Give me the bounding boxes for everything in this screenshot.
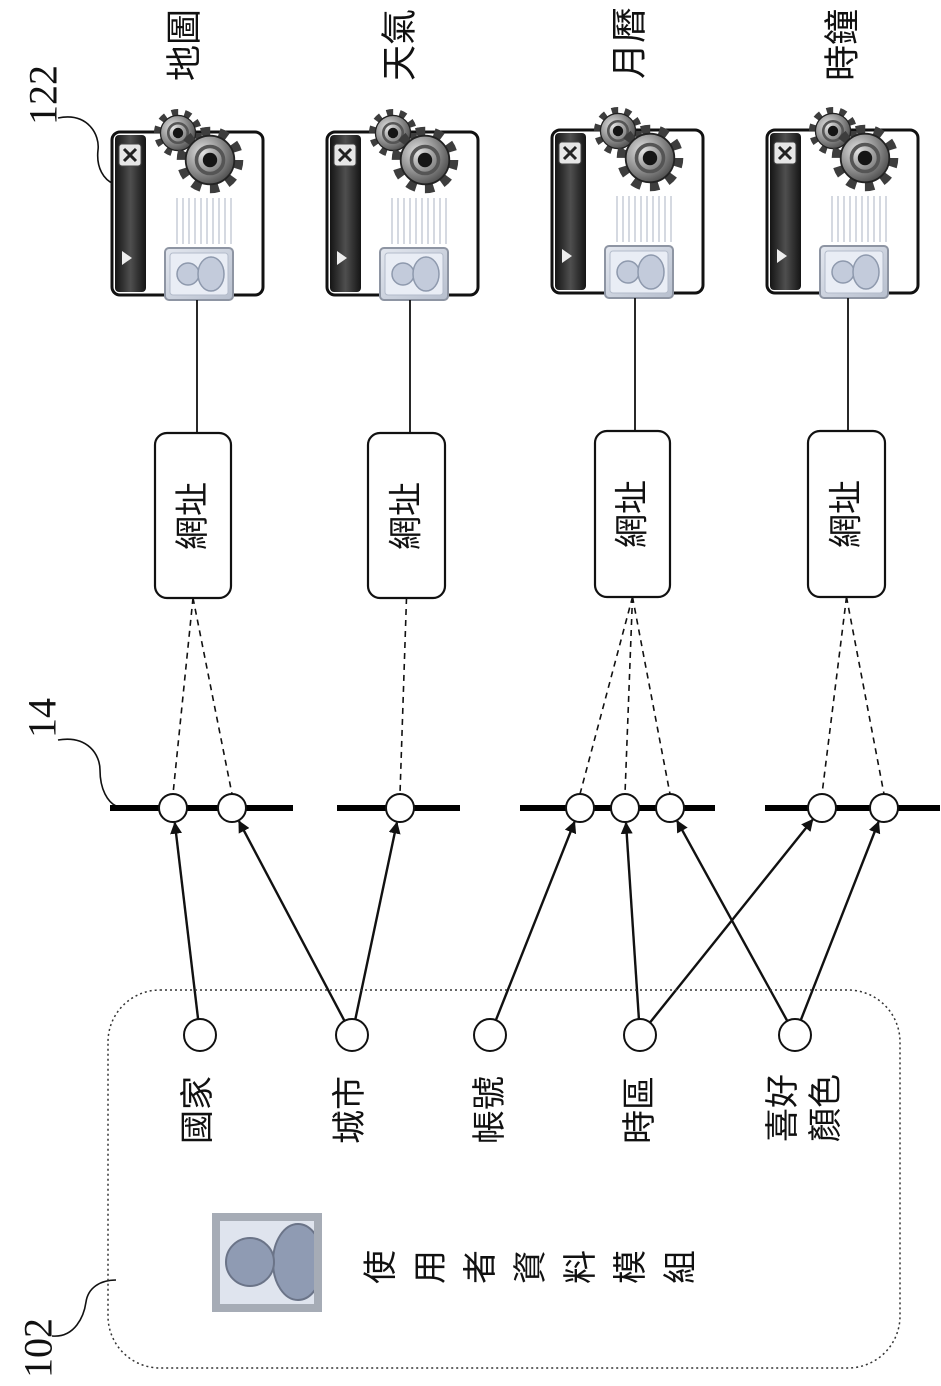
widget-label-map: 地圖: [165, 9, 206, 81]
close-icon: [558, 141, 582, 165]
ref-numeral-interface: 14: [20, 698, 65, 738]
bus-node: [565, 793, 595, 823]
user-data-module-title: 使用者資料模組: [361, 1234, 701, 1284]
profile-card-icon: [604, 245, 674, 299]
bus-node: [807, 793, 837, 823]
content-lines: [172, 198, 236, 244]
widget-icon-clock: [765, 111, 920, 299]
close-icon: [333, 143, 357, 167]
leader-line-widgets: [57, 116, 115, 185]
ref-numeral-user-data-module: 102: [16, 1318, 61, 1378]
mapping-arrow: [799, 820, 881, 1021]
dashed-link: [172, 597, 194, 795]
content-lines: [387, 198, 451, 244]
mapping-arrow: [237, 820, 346, 1022]
field-label-timezone: 時區: [620, 1076, 660, 1144]
leader-line-user-data-module: [51, 1279, 117, 1337]
url-box-label: 網址: [827, 480, 867, 548]
field-node-timezone: [623, 1018, 657, 1052]
widget-icon-calendar: [550, 111, 705, 299]
dashed-link: [399, 597, 408, 795]
widget-label-clock: 時鐘: [823, 9, 864, 81]
expand-arrow-icon: [777, 249, 787, 263]
mapping-arrow: [494, 820, 577, 1021]
mapping-arrow: [676, 820, 789, 1022]
close-icon: [118, 143, 142, 167]
user-profile-icon: [212, 1213, 322, 1312]
content-lines: [827, 196, 891, 242]
bus-node: [385, 793, 415, 823]
content-lines: [612, 196, 676, 242]
leader-line-interface: [57, 738, 117, 807]
expand-arrow-icon: [122, 251, 132, 265]
field-node-city: [335, 1018, 369, 1052]
dashed-link: [821, 596, 848, 795]
expand-arrow-icon: [562, 249, 572, 263]
mapping-arrow: [620, 821, 641, 1020]
mapping-arrow: [354, 821, 401, 1020]
field-node-favorite-color: [778, 1018, 812, 1052]
url-box-label: 網址: [613, 480, 653, 548]
profile-card-icon: [164, 247, 234, 301]
expand-arrow-icon: [337, 251, 347, 265]
dashed-link: [631, 596, 671, 795]
field-node-account: [473, 1018, 507, 1052]
close-icon: [773, 141, 797, 165]
bus-node: [158, 793, 188, 823]
dashed-link: [579, 596, 634, 795]
widget-label-weather: 天氣: [380, 9, 421, 81]
field-label-country: 國家: [178, 1076, 218, 1144]
ref-numeral-widgets: 122: [21, 65, 66, 125]
profile-card-icon: [379, 247, 449, 301]
dashed-link: [845, 596, 885, 795]
widget-icon-map: [110, 113, 265, 301]
bus-node: [655, 793, 685, 823]
url-box-label: 網址: [387, 482, 427, 550]
bus-node: [869, 793, 899, 823]
bus-node: [217, 793, 247, 823]
field-label-favorite-color-line2: 顏色: [806, 1074, 846, 1142]
user-data-module-box: [107, 989, 901, 1369]
url-box-label: 網址: [173, 482, 213, 550]
widget-icon-weather: [325, 113, 480, 301]
profile-card-icon: [819, 245, 889, 299]
bus-node: [610, 793, 640, 823]
widget-label-calendar: 月曆: [610, 7, 651, 79]
field-label-favorite-color-line1: 喜好: [763, 1074, 803, 1142]
mapping-arrow: [170, 821, 200, 1020]
dashed-link: [192, 597, 233, 795]
field-label-account: 帳號: [470, 1076, 510, 1144]
dashed-link: [624, 596, 634, 795]
field-node-country: [183, 1018, 217, 1052]
field-label-city: 城市: [330, 1076, 370, 1144]
